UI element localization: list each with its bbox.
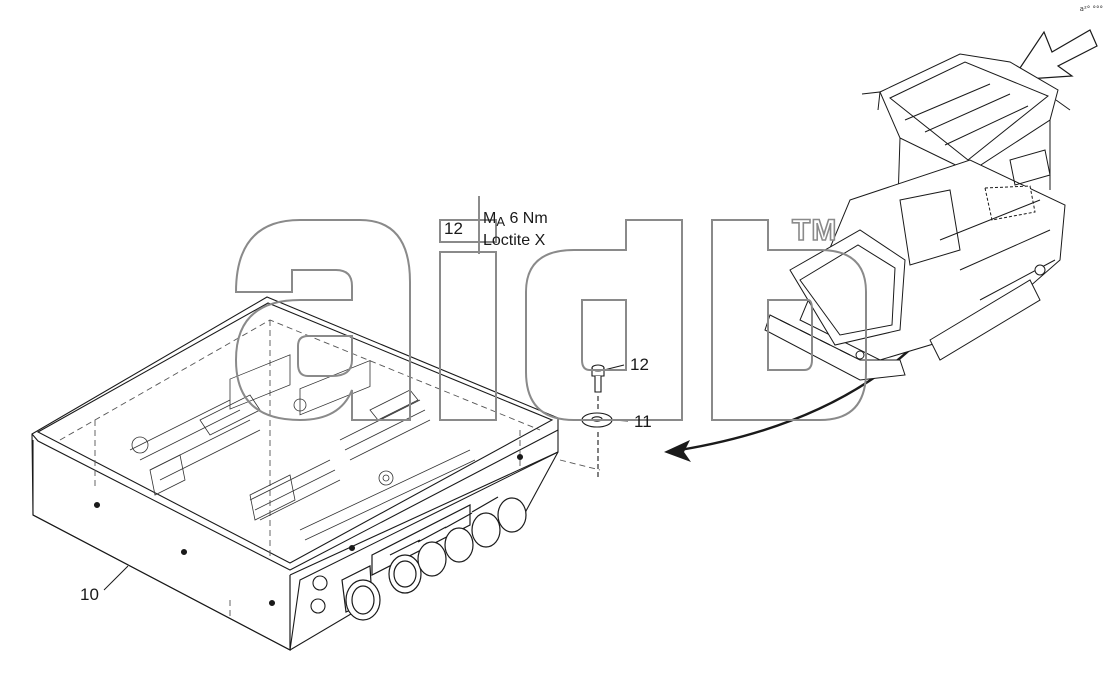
callout-label-12-bolt: 12 [630, 355, 649, 374]
torque-line: MA 6 Nm [483, 209, 548, 231]
watermark-trademark: TM [791, 213, 838, 248]
connector-sockets [341, 496, 527, 621]
view-direction-arrow [1010, 29, 1098, 81]
control-box [31, 296, 601, 651]
callout-label-10: 10 [80, 585, 99, 604]
torque-subscript: A [496, 214, 505, 229]
location-arrowhead [664, 440, 691, 462]
torque-value: 6 Nm [509, 210, 548, 227]
bolt-and-washer [581, 364, 629, 480]
torque-symbol: M [483, 210, 497, 227]
adhesive-line: Loctite X [483, 232, 546, 249]
corner-code: a²° °°° [1079, 5, 1103, 13]
callout-label-12-spec: 12 [444, 219, 463, 238]
leader-10 [103, 565, 129, 591]
callout-label-11: 11 [634, 412, 652, 431]
watermark-logo [234, 219, 867, 422]
torque-spec: MA 6 Nm Loctite X [483, 209, 548, 250]
